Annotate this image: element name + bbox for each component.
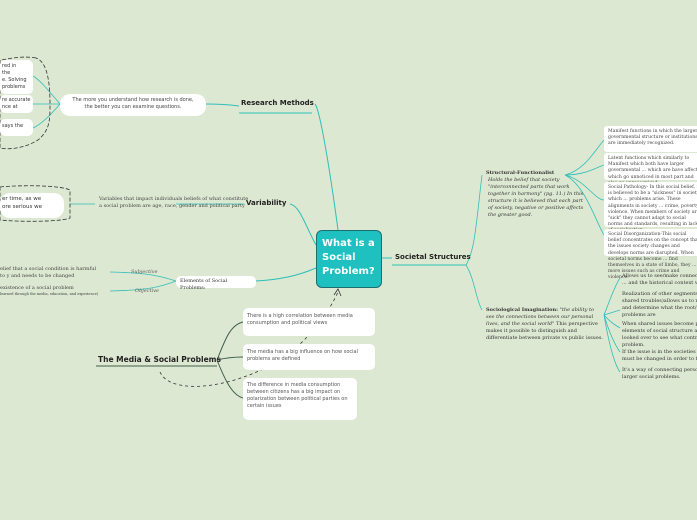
- objective-label[interactable]: Objective: [135, 288, 159, 295]
- media-item-text: There is a high correlation between medi…: [247, 313, 353, 326]
- structural-functionalist[interactable]: Structural-Functionalist Holds the belie…: [486, 170, 586, 219]
- objective-text: Objective: [135, 288, 160, 294]
- research-fragment: red in: [2, 63, 17, 69]
- link-el-obj: [109, 280, 177, 292]
- societal-label: Societal Structures: [395, 253, 471, 261]
- link-elements: [254, 267, 317, 282]
- dashed-group-variability: [0, 185, 71, 222]
- imagination-item-5[interactable]: It's a way of connecting person... large…: [622, 367, 697, 381]
- imagination-item-3[interactable]: When shared issues become pr... elements…: [622, 321, 697, 349]
- societal-branch[interactable]: Societal Structures: [395, 253, 471, 261]
- dashed-group-research: [0, 56, 51, 150]
- link-media-1: [216, 321, 244, 361]
- media-item-1[interactable]: There is a high correlation between medi…: [243, 308, 375, 336]
- imagination-item-text: It's a way of connecting person... large…: [622, 367, 697, 380]
- subjective-text: Subjective: [131, 269, 158, 275]
- sociological-imagination[interactable]: Sociological Imagination: "the ability t…: [486, 307, 604, 342]
- research-left-card-3[interactable]: says the: [0, 119, 33, 136]
- research-fragment: nce at: [2, 104, 18, 110]
- imagination-title: Sociological Imagination:: [486, 307, 558, 313]
- function-text: Manifest functions in which the larger g…: [608, 129, 697, 147]
- imagination-item-text: Allows us to see/make connections ... an…: [622, 273, 697, 286]
- function-card-1[interactable]: Manifest functions in which the larger g…: [604, 126, 697, 152]
- media-item-text: The difference in media consumption betw…: [247, 382, 348, 409]
- variability-left-card[interactable]: er time, as we ore serious we: [0, 193, 64, 218]
- objective-subtext: learned through the media, education, an…: [0, 292, 99, 296]
- subjective-description-text: elief that a social condition is harmful…: [0, 266, 97, 279]
- function-text: Social Pathology- In this social belief,…: [608, 185, 697, 233]
- media-item-3[interactable]: The difference in media consumption betw…: [243, 378, 357, 420]
- imagination-item-1[interactable]: Allows us to see/make connections ... an…: [622, 273, 697, 287]
- variability-fragment: er time, as we: [2, 196, 42, 202]
- research-fragment: re accurate: [2, 97, 31, 103]
- variability-description: Variables that impact individuals belief…: [99, 196, 249, 210]
- link-research: [314, 103, 339, 231]
- research-fragment: the: [2, 70, 11, 76]
- research-note[interactable]: The more you understand how research is …: [60, 94, 206, 116]
- variability-description-text: Variables that impact individuals belief…: [99, 196, 249, 209]
- link-el-sub: [109, 271, 177, 282]
- media-item-text: The media has a big influence on how soc…: [247, 349, 358, 362]
- elements-node[interactable]: Elements of Social Problems:: [176, 276, 256, 291]
- research-fragment: problems: [2, 84, 26, 90]
- subjective-description: elief that a social condition is harmful…: [0, 266, 100, 280]
- arrow-head: [333, 288, 342, 297]
- objective-description: existence of a social problem learned th…: [0, 285, 100, 297]
- link-note-left: [32, 75, 61, 129]
- elements-label: Elements of Social Problems:: [180, 278, 228, 291]
- research-methods-branch[interactable]: Research Methods: [241, 99, 314, 107]
- research-methods-label: Research Methods: [241, 99, 314, 107]
- subjective-label[interactable]: Subjective: [131, 269, 158, 276]
- research-fragment: says the: [2, 123, 24, 129]
- imagination-item-text: Realization of other segments of ... sha…: [622, 291, 697, 318]
- function-card-3[interactable]: Social Pathology- In this social belief,…: [604, 182, 697, 233]
- link-research-note: [204, 103, 240, 107]
- media-label: The Media & Social Problems: [98, 355, 221, 364]
- variability-branch[interactable]: Variability: [246, 199, 286, 207]
- function-card-2[interactable]: Latent functions which similarly to Mani…: [604, 153, 697, 186]
- link-struct-funcs: [564, 139, 605, 236]
- research-left-card-1[interactable]: red in the e. Solving problems: [0, 60, 33, 94]
- objective-description-text: existence of a social problem: [0, 285, 74, 291]
- link-media-3: [216, 359, 244, 399]
- link-soc-struct: [465, 174, 483, 266]
- research-left-card-2[interactable]: re accurate nce at: [0, 95, 33, 113]
- imagination-quote: "the ability to see the connections betw…: [486, 307, 595, 327]
- link-imag-items: [603, 277, 621, 373]
- research-fragment: e. Solving: [2, 77, 27, 83]
- link-media-2: [216, 356, 244, 361]
- function-text: Social Disorganization-This social belie…: [608, 232, 697, 281]
- media-branch[interactable]: The Media & Social Problems: [98, 355, 221, 364]
- research-note-text: The more you understand how research is …: [72, 97, 194, 110]
- link-soc-imag: [465, 264, 483, 311]
- variability-label: Variability: [246, 199, 287, 207]
- imagination-item-4[interactable]: If the issue is in the societies st... i…: [622, 349, 697, 363]
- imagination-item-2[interactable]: Realization of other segments of ... sha…: [622, 291, 697, 319]
- structural-title: Structural-Functionalist: [486, 170, 555, 176]
- media-item-2[interactable]: The media has a big influence on how soc…: [243, 344, 375, 370]
- variability-fragment: ore serious we: [2, 203, 43, 210]
- dashed-media-central: [159, 291, 339, 387]
- structural-text: Holds the belief that society "interconn…: [488, 177, 584, 218]
- imagination-item-text: If the issue is in the societies st... i…: [622, 349, 697, 362]
- function-card-4[interactable]: Social Disorganization-This social belie…: [604, 229, 697, 280]
- imagination-text: This perspective makes it possible to di…: [486, 321, 604, 341]
- central-title: What is a Social Problem?: [322, 238, 375, 277]
- imagination-item-text: When shared issues become pr... elements…: [622, 321, 697, 348]
- link-variability: [289, 203, 317, 246]
- central-topic[interactable]: What is a Social Problem?: [316, 230, 382, 288]
